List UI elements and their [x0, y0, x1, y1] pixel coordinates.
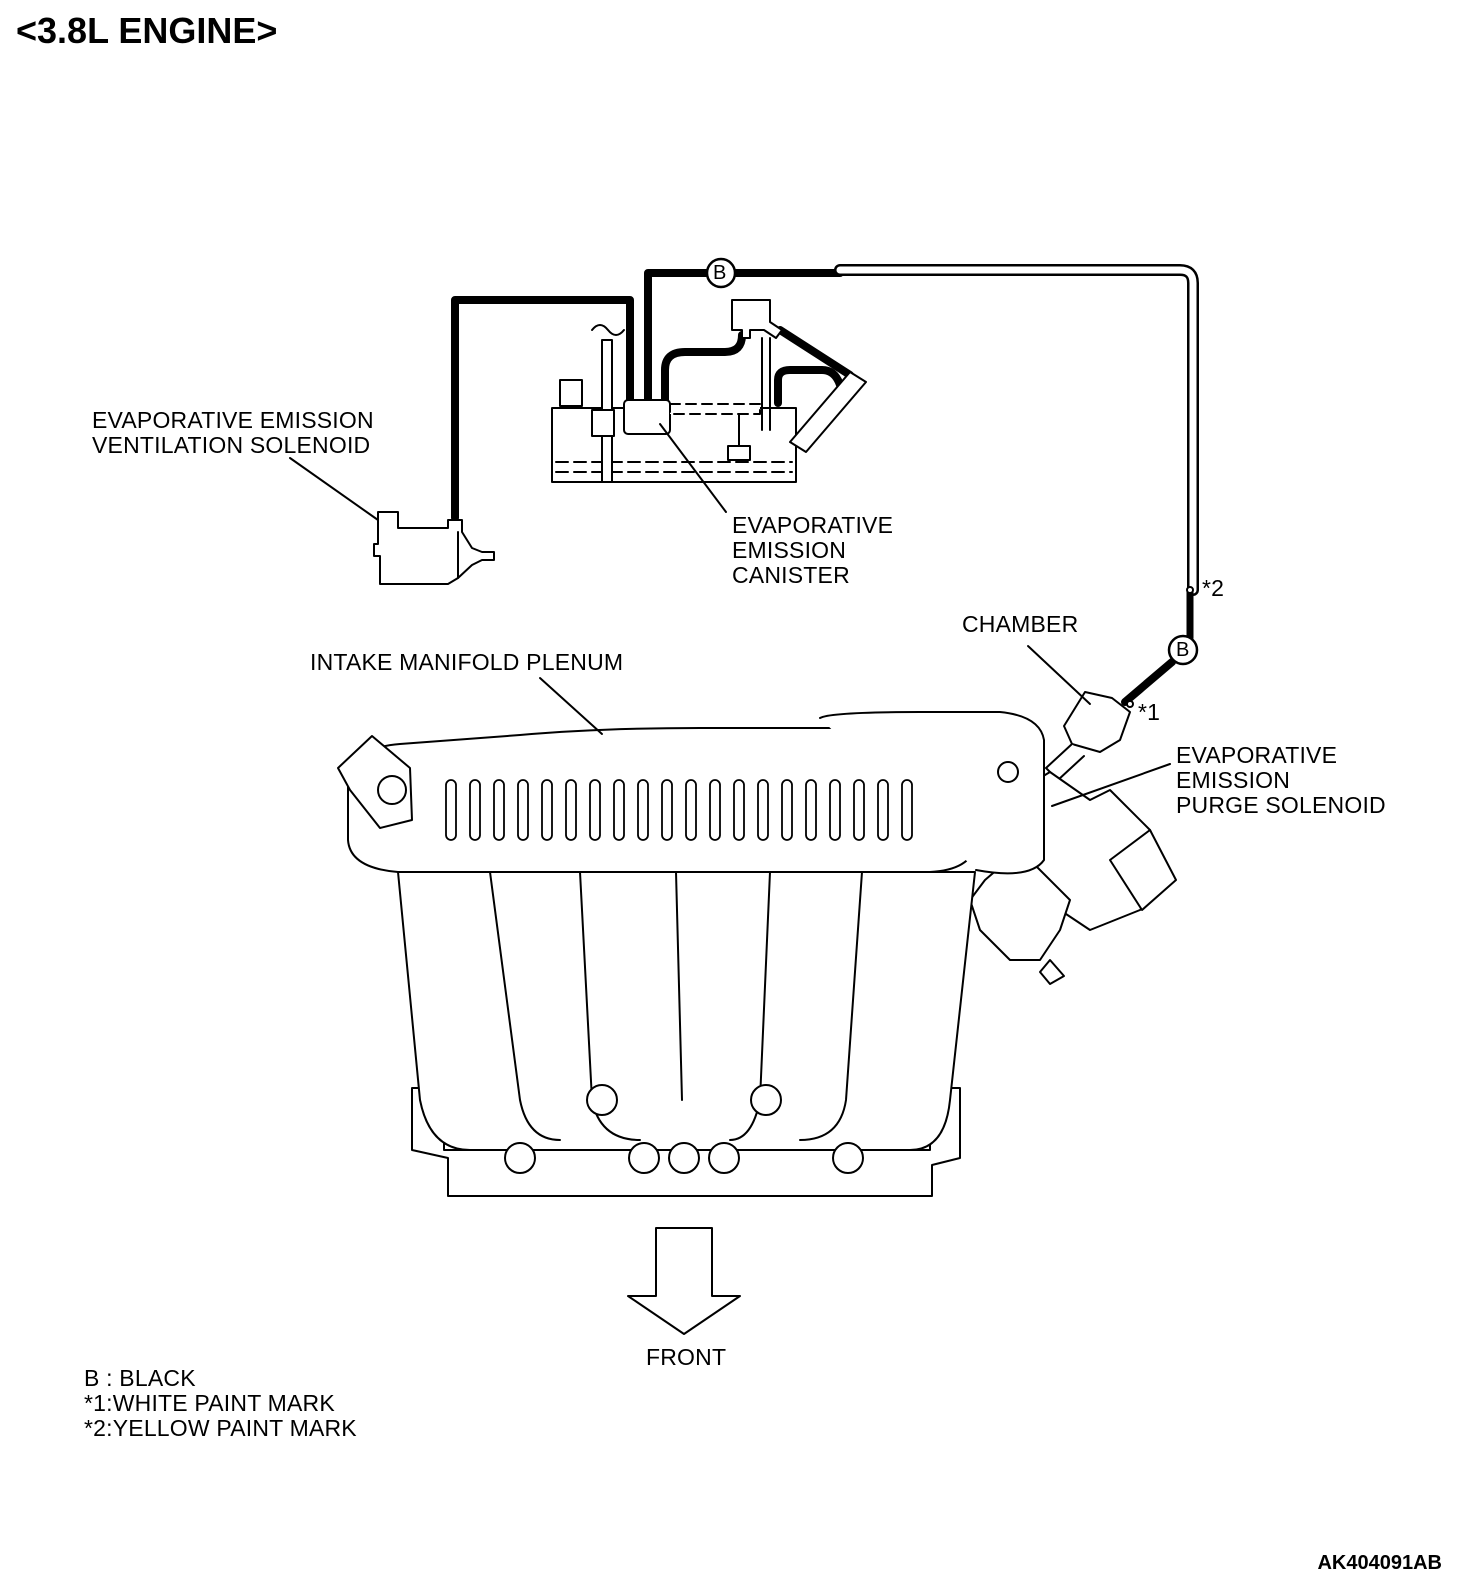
hose-color-marker-right-label: B [1176, 639, 1190, 661]
plenum-slots [445, 779, 913, 841]
canister-label: EVAPORATIVE EMISSION CANISTER [732, 512, 894, 588]
paint-mark-1-label: *1 [1138, 699, 1161, 725]
hose-to-chamber-lower [1121, 658, 1176, 706]
legend: B : BLACK *1:WHITE PAINT MARK *2:YELLOW … [84, 1366, 357, 1441]
plenum-label: INTAKE MANIFOLD PLENUM [310, 649, 624, 675]
legend-item: *1:WHITE PAINT MARK [84, 1390, 335, 1416]
hose-filler [776, 326, 854, 379]
front-label: FRONT [646, 1344, 727, 1370]
hose-canister-to-b [644, 269, 712, 404]
ventilation-solenoid-shape [373, 511, 495, 585]
legend-item: B : BLACK [84, 1365, 196, 1391]
front-arrow [627, 1227, 741, 1335]
hose-canister-top [661, 331, 746, 409]
hose-color-marker-top [705, 257, 737, 289]
chamber-label: CHAMBER [962, 611, 1079, 637]
purge-solenoid-label: EVAPORATIVE EMISSION PURGE SOLENOID [1176, 742, 1386, 818]
hose-color-marker-right [1167, 634, 1199, 666]
manifold-bolts [504, 1084, 864, 1174]
hose-color-marker-top-label: B [713, 262, 727, 284]
paint-mark-2-label: *2 [1202, 575, 1225, 601]
hose-ventilation-to-canister [451, 296, 634, 522]
chamber-shape [1045, 691, 1131, 781]
ventilation-solenoid-label: EVAPORATIVE EMISSION VENTILATION SOLENOI… [92, 407, 374, 458]
hose-white-inner [836, 266, 1197, 594]
figure-code: AK404091AB [1317, 1552, 1442, 1574]
canister-shape [551, 299, 867, 483]
hose-canister-right [774, 366, 844, 407]
legend-item: *2:YELLOW PAINT MARK [84, 1415, 357, 1441]
diagram-title: <3.8L ENGINE> [16, 10, 278, 51]
